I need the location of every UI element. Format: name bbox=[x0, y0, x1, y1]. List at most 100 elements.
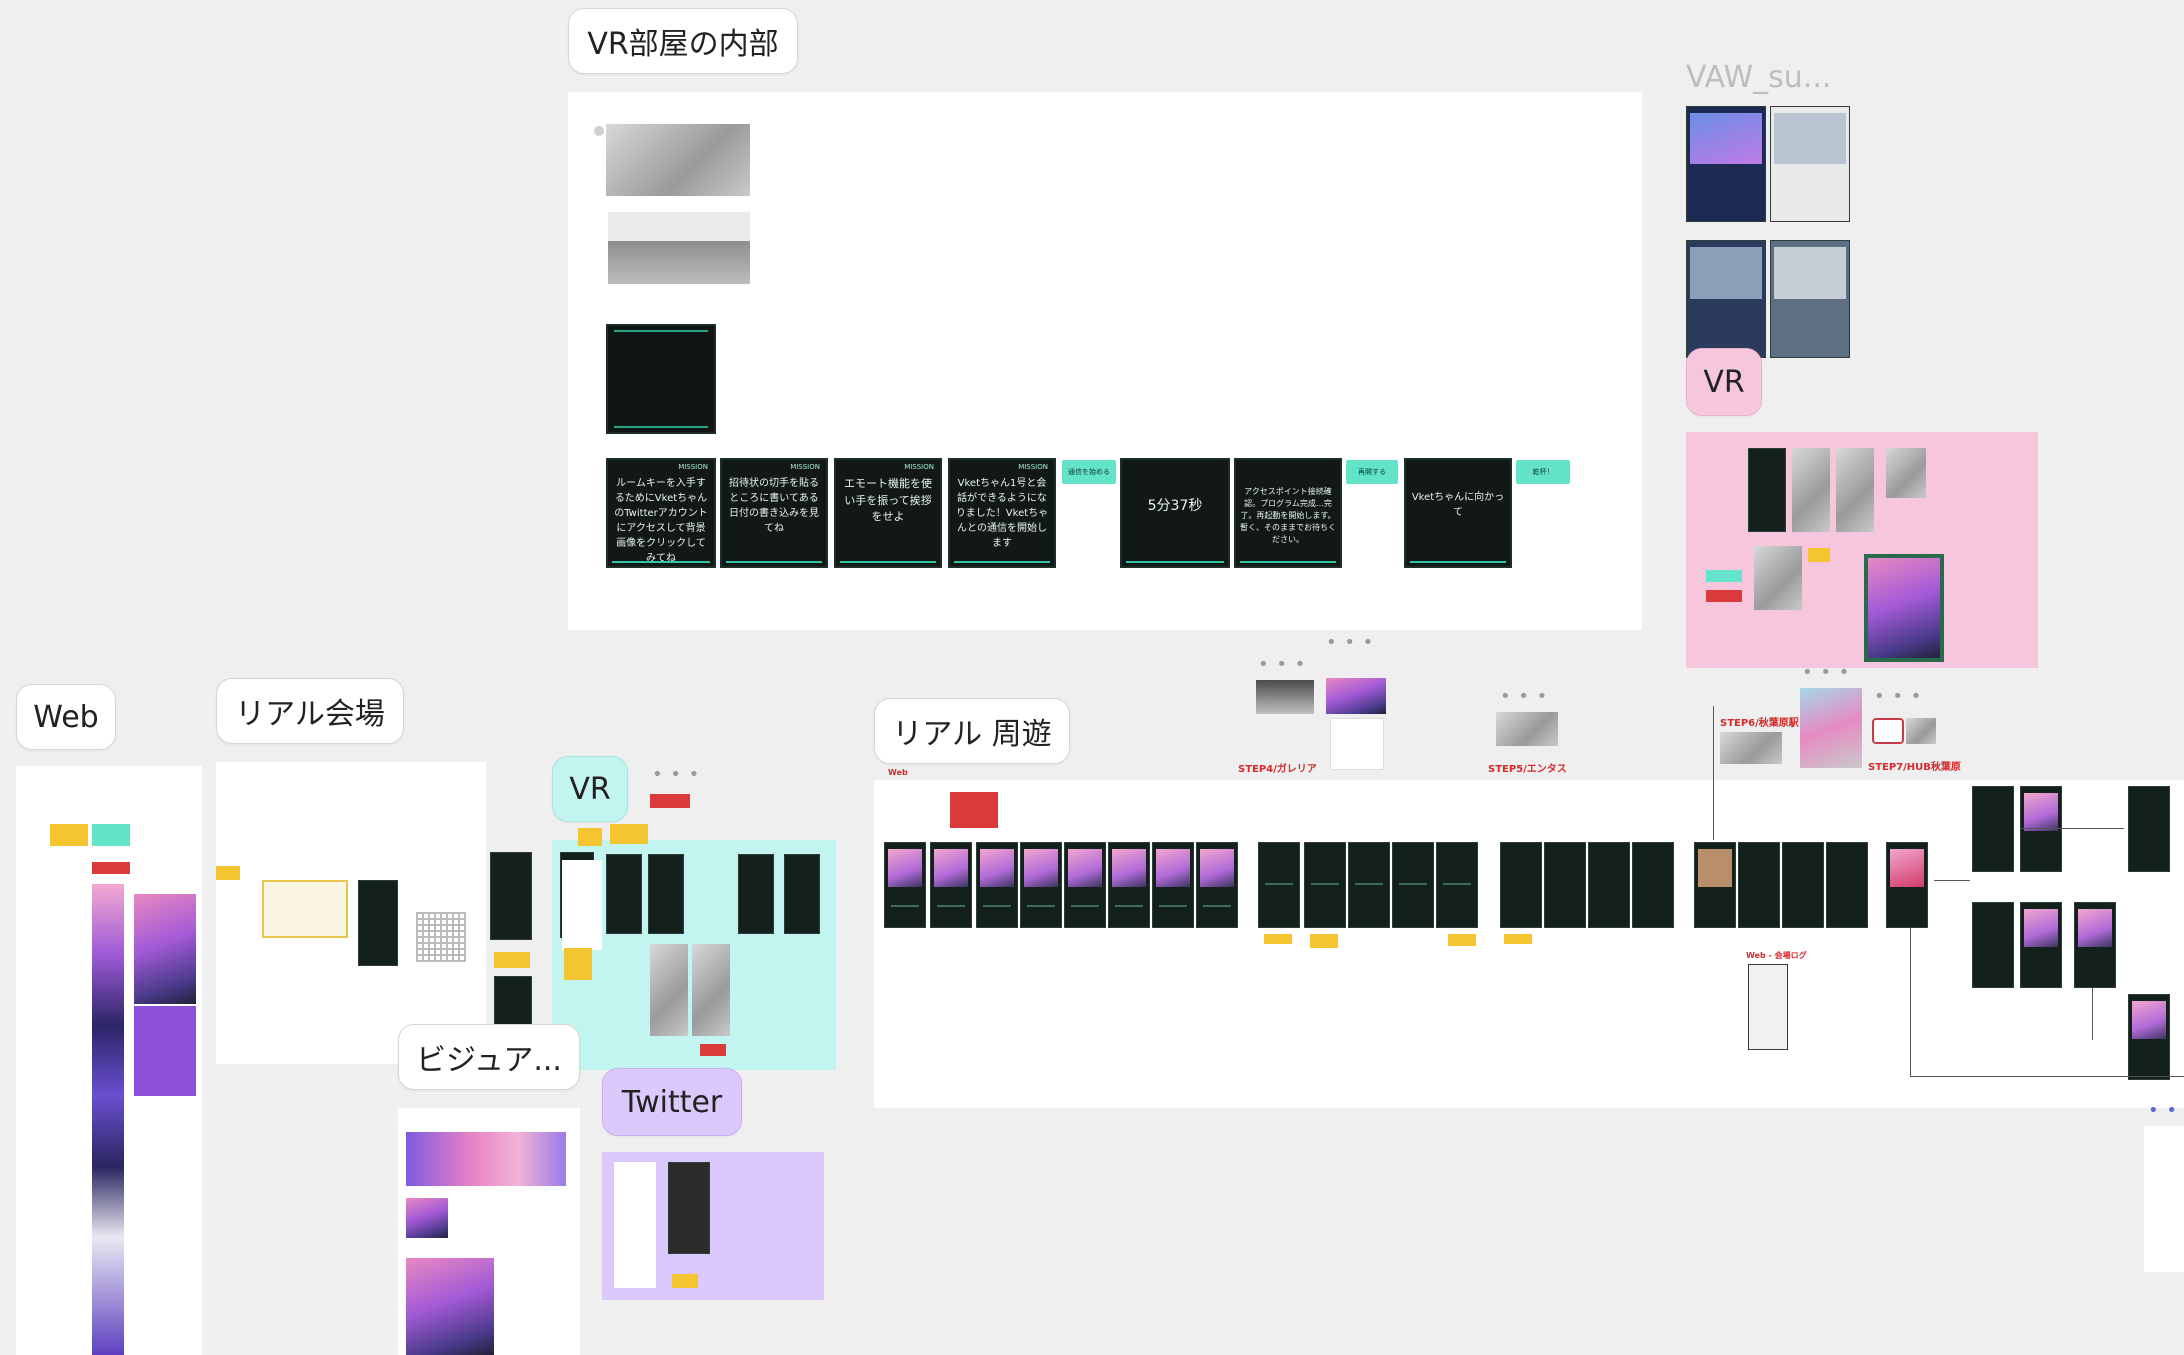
step6-photo[interactable] bbox=[1720, 732, 1782, 764]
mission-card-2[interactable]: MISSION 招待状の切手を貼るところに書いてある日付の書き込みを見てね bbox=[720, 458, 828, 568]
pink-shot[interactable] bbox=[1886, 448, 1926, 498]
more-dots-icon[interactable]: • • • bbox=[1500, 686, 1549, 707]
sticky-note[interactable] bbox=[1706, 590, 1742, 602]
tour-screen[interactable] bbox=[2128, 786, 2170, 872]
tour-screen[interactable] bbox=[1348, 842, 1390, 928]
mission-card-7[interactable]: Vketちゃんに向かって bbox=[1404, 458, 1512, 568]
section-label-real-venue[interactable]: リアル会場 bbox=[216, 678, 404, 744]
section-label-vr-room[interactable]: VR部屋の内部 bbox=[568, 8, 798, 74]
section-label-vr-pink[interactable]: VR bbox=[1686, 348, 1762, 416]
sticky-note[interactable] bbox=[650, 794, 690, 808]
step4-doc[interactable] bbox=[1330, 718, 1384, 770]
cyan-shot[interactable] bbox=[692, 944, 730, 1036]
tour-screen[interactable] bbox=[1588, 842, 1630, 928]
tour-screen[interactable] bbox=[1392, 842, 1434, 928]
sticky-note[interactable] bbox=[564, 948, 592, 980]
visual-banner[interactable] bbox=[406, 1132, 566, 1186]
sticky-note[interactable] bbox=[1706, 570, 1742, 582]
cyan-screen[interactable] bbox=[648, 854, 684, 934]
visual-poster[interactable] bbox=[406, 1258, 494, 1355]
pink-poster[interactable] bbox=[1864, 554, 1944, 662]
vr-cyan-frame[interactable] bbox=[552, 840, 836, 1070]
tour-screen[interactable] bbox=[1972, 902, 2014, 988]
more-dots-icon[interactable]: • • • bbox=[652, 764, 701, 785]
venue-phone[interactable] bbox=[358, 880, 398, 966]
vaw-shot-4[interactable] bbox=[1770, 240, 1850, 358]
cyan-screen[interactable] bbox=[738, 854, 774, 934]
visual-icon[interactable] bbox=[406, 1198, 448, 1238]
tour-screen[interactable] bbox=[2020, 786, 2062, 872]
tour-screen[interactable] bbox=[884, 842, 926, 928]
section-label-visual[interactable]: ビジュア... bbox=[398, 1024, 580, 1090]
tour-screen[interactable] bbox=[1500, 842, 1542, 928]
pink-shot[interactable] bbox=[1748, 448, 1786, 532]
step7-photo[interactable] bbox=[1906, 718, 1936, 744]
chip-resume[interactable]: 再開する bbox=[1346, 460, 1398, 484]
tour-screen[interactable] bbox=[1020, 842, 1062, 928]
mission-card-4[interactable]: MISSION Vketちゃん1号と会話ができるようになりました！Vketちゃん… bbox=[948, 458, 1056, 568]
step4-photo[interactable] bbox=[1256, 680, 1314, 714]
mission-card-3[interactable]: MISSION エモート機能を使い手を振って挨拶をせよ bbox=[834, 458, 942, 568]
real-venue-frame[interactable] bbox=[216, 762, 486, 1064]
tour-screen[interactable] bbox=[2128, 994, 2170, 1080]
sticky-note[interactable] bbox=[1310, 934, 1338, 948]
web-log-screen[interactable] bbox=[1748, 964, 1788, 1050]
invitation-card[interactable] bbox=[262, 880, 348, 938]
twitter-frame[interactable] bbox=[602, 1152, 824, 1300]
sticky-note[interactable] bbox=[672, 1274, 698, 1288]
real-tour-frame[interactable]: Web Web - 会場ログ bbox=[874, 768, 2184, 1108]
vr-pink-frame[interactable] bbox=[1686, 432, 2038, 668]
section-label-vaw[interactable]: VAW_su... bbox=[1686, 60, 1832, 95]
room-render-2[interactable] bbox=[608, 212, 750, 284]
vaw-shot-2[interactable] bbox=[1770, 106, 1850, 222]
blank-screen[interactable] bbox=[606, 324, 716, 434]
sticky-note[interactable] bbox=[1448, 934, 1476, 946]
more-dots-icon[interactable]: • • • bbox=[1874, 686, 1923, 707]
vaw-shot-3[interactable] bbox=[1686, 240, 1766, 358]
pink-shot[interactable] bbox=[1792, 448, 1830, 532]
tweet-mock[interactable] bbox=[614, 1162, 656, 1288]
sticky-note[interactable] bbox=[92, 862, 130, 874]
sticky-note[interactable] bbox=[1504, 934, 1532, 944]
tweet-dark[interactable] bbox=[668, 1162, 710, 1254]
offscreen-frame[interactable] bbox=[2144, 1126, 2184, 1272]
tour-screen[interactable] bbox=[1108, 842, 1150, 928]
pink-shot[interactable] bbox=[1754, 546, 1802, 610]
web-page-panel[interactable] bbox=[134, 1006, 196, 1096]
step7-logo[interactable] bbox=[1872, 718, 1904, 744]
step5-photo[interactable] bbox=[1496, 712, 1558, 746]
sticky-note[interactable] bbox=[578, 828, 602, 846]
section-label-twitter[interactable]: Twitter bbox=[602, 1068, 742, 1136]
vr-phone[interactable] bbox=[494, 976, 532, 1026]
cyan-shot[interactable] bbox=[650, 944, 688, 1036]
section-label-vr-cyan[interactable]: VR bbox=[552, 756, 628, 822]
web-page-long[interactable] bbox=[92, 884, 124, 1355]
mission-card-1[interactable]: MISSION ルームキーを入手するためにVketちゃんのTwitterアカウン… bbox=[606, 458, 716, 568]
web-frame[interactable] bbox=[16, 766, 202, 1355]
more-dots-icon[interactable]: • • • bbox=[1258, 654, 1307, 675]
tour-screen[interactable] bbox=[1152, 842, 1194, 928]
vr-phone[interactable] bbox=[490, 852, 532, 940]
sticky-note[interactable] bbox=[50, 824, 88, 846]
tour-screen[interactable] bbox=[1064, 842, 1106, 928]
sticky-note[interactable] bbox=[494, 952, 530, 968]
chip-start-comm[interactable]: 通信を始める bbox=[1062, 460, 1116, 484]
section-label-real-tour[interactable]: リアル 周遊 bbox=[874, 698, 1070, 764]
mission-card-timer[interactable]: 5分37秒 bbox=[1120, 458, 1230, 568]
tour-screen[interactable] bbox=[1304, 842, 1346, 928]
tour-screen[interactable] bbox=[1632, 842, 1674, 928]
chip-cheers[interactable]: 乾杯！ bbox=[1516, 460, 1570, 484]
step4-visual[interactable] bbox=[1326, 678, 1386, 714]
tour-screen[interactable] bbox=[1826, 842, 1868, 928]
tour-screen[interactable] bbox=[1886, 842, 1928, 928]
more-dots-icon[interactable]: • • • bbox=[1802, 662, 1851, 683]
section-label-web[interactable]: Web bbox=[16, 684, 116, 750]
mission-card-6[interactable]: アクセスポイント接続確認。プログラム完成…完了。再起動を開始します。暫く、そのま… bbox=[1234, 458, 1342, 568]
web-page-hero[interactable] bbox=[134, 894, 196, 1004]
pink-shot[interactable] bbox=[1836, 448, 1874, 532]
tour-screen[interactable] bbox=[1694, 842, 1736, 928]
tour-screen[interactable] bbox=[1738, 842, 1780, 928]
sticky-note[interactable] bbox=[950, 792, 998, 828]
tour-screen[interactable] bbox=[2020, 902, 2062, 988]
tour-screen[interactable] bbox=[1544, 842, 1586, 928]
